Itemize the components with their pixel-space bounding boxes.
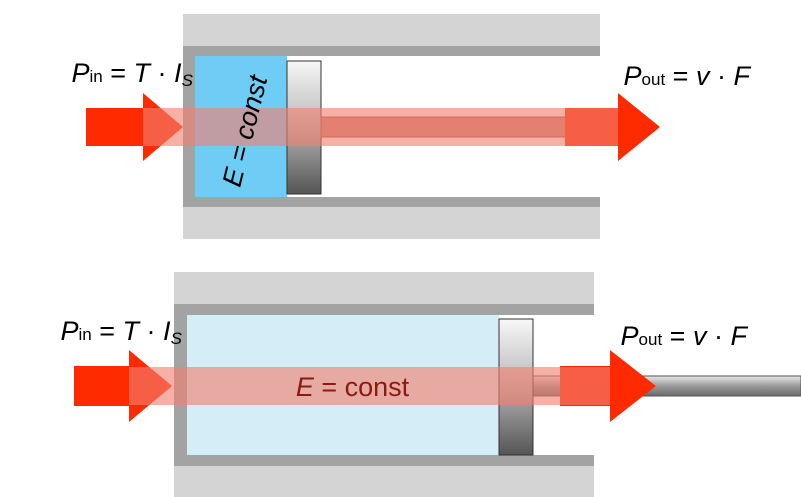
top-p-in-label: Pin = T · IS	[19, 58, 230, 92]
bottom-housing-wall-top	[174, 304, 594, 315]
top-energy-flow-band	[143, 108, 618, 146]
top-p-out-label: Pout = v · F	[571, 61, 787, 91]
bottom-housing-outer-top	[174, 272, 594, 304]
top-housing-outer-bottom	[183, 207, 600, 239]
bottom-energy-label: E = const	[243, 372, 446, 402]
top-housing-outer-top	[183, 14, 600, 46]
top-housing-wall-bottom	[183, 197, 600, 207]
top-cylinder: E = const Pin = T · IS Pout = v · F	[19, 14, 787, 239]
bottom-p-out-label: Pout = v · F	[568, 321, 784, 351]
top-housing-wall-top	[183, 46, 600, 56]
bottom-cylinder: E = const Pin = T · IS Pout = v · F	[8, 272, 801, 497]
bottom-housing-outer-bottom	[174, 466, 594, 497]
bottom-p-in-label: Pin = T · IS	[8, 316, 219, 350]
bottom-energy-flow-band	[129, 367, 610, 405]
bottom-housing-wall-bottom	[174, 455, 594, 466]
